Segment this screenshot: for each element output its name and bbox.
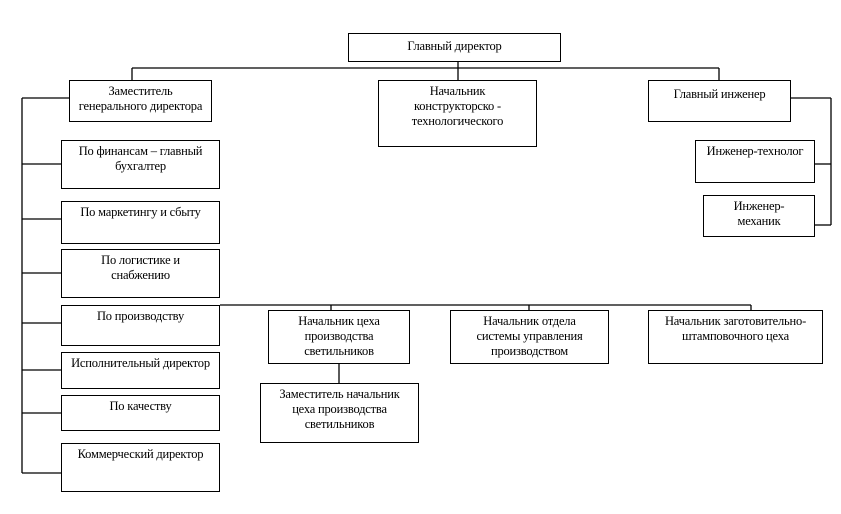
node-production-management-head: Начальник отдела системы управления прои… (450, 310, 609, 364)
node-quality: По качеству (61, 395, 220, 431)
node-chief-engineer: Главный инженер (648, 80, 791, 122)
node-lighting-shop-head: Начальник цеха производства светильников (268, 310, 410, 364)
node-commercial-director: Коммерческий директор (61, 443, 220, 492)
node-deputy-general-director: Заместитель генерального директора (69, 80, 212, 122)
node-design-tech-head: Начальник конструкторско - технологическ… (378, 80, 537, 147)
node-executive-director: Исполнительный директор (61, 352, 220, 389)
node-lighting-shop-deputy: Заместитель начальник цеха производства … (260, 383, 419, 443)
node-finance: По финансам – главный бухгалтер (61, 140, 220, 189)
node-production: По производству (61, 305, 220, 346)
node-stamping-shop-head: Начальник заготовительно-штамповочного ц… (648, 310, 823, 364)
node-mechanical-engineer: Инженер-механик (703, 195, 815, 237)
node-process-engineer: Инженер-технолог (695, 140, 815, 183)
node-general-director: Главный директор (348, 33, 561, 62)
node-logistics: По логистике и снабжению (61, 249, 220, 298)
node-marketing: По маркетингу и сбыту (61, 201, 220, 244)
